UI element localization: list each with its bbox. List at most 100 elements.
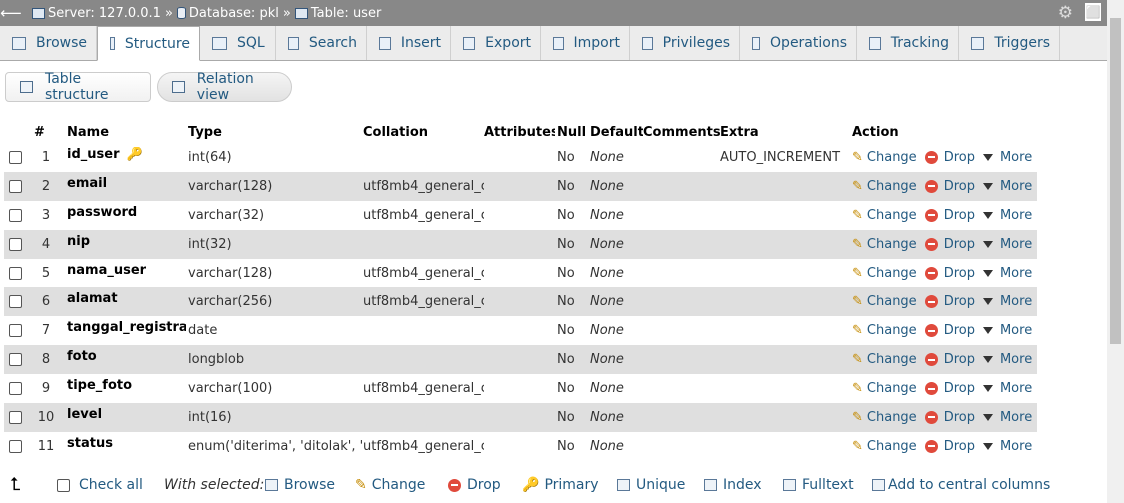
- row-checkbox[interactable]: [9, 353, 22, 367]
- more-link[interactable]: More: [999, 352, 1033, 368]
- header-extra[interactable]: Extra: [720, 124, 759, 140]
- drop-link[interactable]: Drop: [943, 149, 975, 165]
- row-checkbox[interactable]: [9, 324, 22, 338]
- more-link[interactable]: More: [999, 409, 1033, 425]
- more-link[interactable]: More: [999, 381, 1033, 397]
- header-attributes[interactable]: Attributes: [484, 124, 555, 140]
- drop-link[interactable]: Drop: [943, 409, 975, 425]
- row-checkbox[interactable]: [9, 410, 22, 424]
- more-link[interactable]: More: [999, 236, 1033, 252]
- drop-link[interactable]: Drop: [943, 207, 975, 223]
- vertical-scrollbar[interactable]: [1107, 0, 1124, 503]
- more-link[interactable]: More: [999, 149, 1033, 165]
- more-link[interactable]: More: [999, 178, 1033, 194]
- more-link[interactable]: More: [999, 294, 1033, 310]
- tab-import[interactable]: Import: [541, 26, 630, 60]
- header-collation[interactable]: Collation: [363, 124, 429, 140]
- column-extra: AUTO_INCREMENT: [720, 149, 841, 165]
- breadcrumb-table[interactable]: Table: user: [310, 5, 382, 21]
- tab-privileges[interactable]: Privileges: [630, 26, 740, 60]
- drop-link[interactable]: Drop: [943, 381, 975, 397]
- gear-icon[interactable]: ⚙: [1057, 3, 1073, 23]
- row-checkbox[interactable]: [9, 266, 22, 280]
- breadcrumb-database[interactable]: Database: pkl: [188, 5, 279, 21]
- table-row[interactable]: 7tanggal_registrasidateNoNone✎ChangeDrop…: [4, 316, 1037, 346]
- drop-link[interactable]: Drop: [943, 178, 975, 194]
- add-central-columns-button[interactable]: Add to central columns: [872, 477, 1050, 493]
- row-checkbox[interactable]: [9, 295, 22, 309]
- header-name[interactable]: Name: [67, 124, 110, 140]
- drop-link[interactable]: Drop: [943, 323, 975, 339]
- back-arrow-icon[interactable]: ⟵: [0, 4, 22, 22]
- column-name-cell: tipe_foto: [65, 378, 186, 393]
- bulk-change-button[interactable]: ✎Change: [355, 477, 425, 493]
- bulk-index-button[interactable]: Index: [704, 477, 762, 493]
- row-checkbox[interactable]: [9, 150, 22, 164]
- change-link[interactable]: Change: [866, 381, 917, 397]
- row-checkbox[interactable]: [9, 208, 22, 222]
- tab-operations[interactable]: Operations: [740, 26, 857, 60]
- more-link[interactable]: More: [999, 265, 1033, 281]
- change-link[interactable]: Change: [866, 178, 917, 194]
- change-link[interactable]: Change: [866, 438, 917, 454]
- change-link[interactable]: Change: [866, 409, 917, 425]
- tab-tracking[interactable]: Tracking: [857, 26, 959, 60]
- tab-insert[interactable]: Insert: [367, 26, 451, 60]
- change-link[interactable]: Change: [866, 207, 917, 223]
- change-link[interactable]: Change: [866, 236, 917, 252]
- row-checkbox[interactable]: [9, 382, 22, 396]
- table-structure-button[interactable]: Table structure: [5, 71, 151, 103]
- more-link[interactable]: More: [999, 207, 1033, 223]
- tab-export[interactable]: Export: [451, 26, 541, 60]
- breadcrumb-server[interactable]: Server: 127.0.0.1: [48, 5, 161, 21]
- tab-structure[interactable]: Structure: [97, 26, 200, 61]
- check-all-label[interactable]: Check all: [79, 477, 143, 493]
- drop-link[interactable]: Drop: [943, 352, 975, 368]
- row-checkbox[interactable]: [9, 179, 22, 193]
- relation-view-button[interactable]: Relation view: [157, 71, 292, 103]
- header-type[interactable]: Type: [188, 124, 222, 140]
- change-link[interactable]: Change: [866, 352, 917, 368]
- tab-browse[interactable]: Browse: [0, 26, 97, 60]
- row-checkbox[interactable]: [9, 439, 22, 453]
- change-link[interactable]: Change: [866, 265, 917, 281]
- more-link[interactable]: More: [999, 438, 1033, 454]
- bulk-browse-button[interactable]: Browse: [265, 477, 335, 493]
- tab-sql[interactable]: SQL: [200, 26, 276, 60]
- change-link[interactable]: Change: [866, 323, 917, 339]
- more-link[interactable]: More: [999, 323, 1033, 339]
- drop-link[interactable]: Drop: [943, 265, 975, 281]
- header-comments[interactable]: Comments: [643, 124, 720, 140]
- collapse-icon[interactable]: ⬜: [1085, 3, 1101, 21]
- drop-link[interactable]: Drop: [943, 294, 975, 310]
- chevron-down-icon: [982, 182, 993, 190]
- check-all-checkbox[interactable]: [57, 478, 70, 492]
- bulk-unique-button[interactable]: Unique: [617, 477, 685, 493]
- drop-link[interactable]: Drop: [943, 236, 975, 252]
- change-link[interactable]: Change: [866, 149, 917, 165]
- row-checkbox[interactable]: [9, 237, 22, 251]
- check-all[interactable]: Check all: [57, 477, 143, 493]
- bulk-drop-button[interactable]: Drop: [448, 477, 501, 493]
- drop-link[interactable]: Drop: [943, 438, 975, 454]
- scrollbar-thumb[interactable]: [1110, 18, 1121, 344]
- change-link[interactable]: Change: [866, 294, 917, 310]
- column-type: varchar(256): [188, 294, 273, 310]
- header-null[interactable]: Null: [557, 124, 587, 140]
- tab-triggers[interactable]: Triggers: [959, 26, 1060, 60]
- tab-search[interactable]: Search: [276, 26, 367, 60]
- header-default[interactable]: Default: [590, 124, 643, 140]
- bulk-primary-button[interactable]: 🔑Primary: [522, 477, 599, 493]
- bulk-fulltext-button[interactable]: Fulltext: [783, 477, 854, 493]
